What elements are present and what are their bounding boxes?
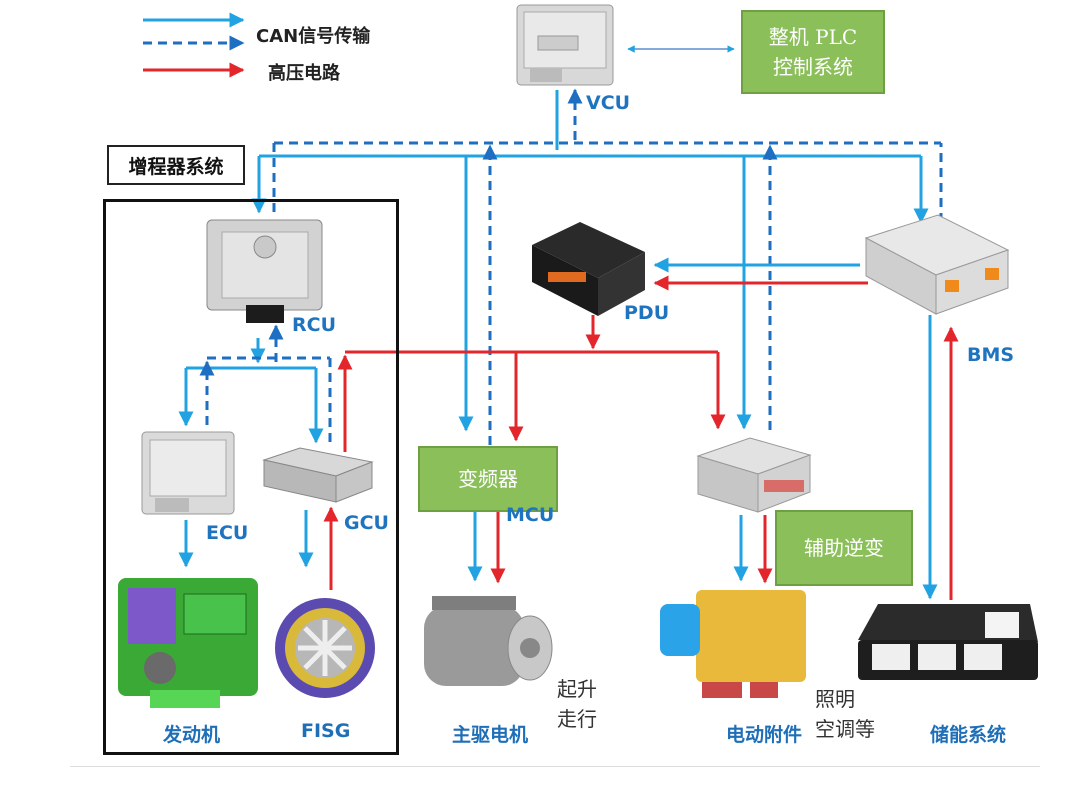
fisg-generator-icon [275, 598, 375, 698]
battery-pack-icon [858, 604, 1038, 680]
travel-note: 走行 [557, 707, 597, 731]
rcu-label: RCU [292, 314, 337, 336]
can-bus-solid [251, 90, 929, 432]
pdu-label: PDU [624, 302, 670, 324]
vcu-label: VCU [586, 92, 631, 114]
controller-to-machine [178, 510, 749, 582]
inverter-label: 变频器 [458, 467, 518, 491]
can-bus-dashed [272, 88, 943, 445]
hv-distribution [323, 315, 959, 600]
storage-caption: 储能系统 [930, 724, 1007, 746]
lift-travel-note: 起升 走行 [557, 674, 597, 734]
fisg-caption: FISG [301, 720, 351, 742]
bms-box-icon [864, 214, 1010, 315]
plc-line-1: 整机 PLC [768, 25, 858, 49]
legend-hv-label: 高压电路 [268, 63, 340, 84]
accessory-pump-icon [660, 590, 806, 698]
main-motor-icon [424, 596, 553, 686]
bms-label: BMS [967, 344, 1015, 366]
plc-line-2: 控制系统 [773, 55, 853, 79]
rcu-can-dashed [199, 324, 332, 442]
vcu-controller-icon [516, 4, 614, 86]
page-divider [70, 766, 1040, 767]
ecu-controller-icon [141, 431, 235, 515]
lift-note: 起升 [557, 677, 597, 701]
aux-inverter-box-icon [696, 437, 812, 513]
engine-icon [118, 578, 258, 708]
ac-line: 空调等 [815, 717, 875, 741]
engine-caption: 发动机 [163, 724, 221, 746]
inverter-box: 变频器 [418, 446, 558, 512]
range-extender-title: 增程器系统 [107, 145, 245, 185]
legend-can-label: CAN信号传输 [256, 26, 371, 47]
lighting-line: 照明 [815, 687, 855, 711]
accessories-caption: 电动附件 [726, 724, 803, 746]
mcu-label: MCU [506, 504, 555, 526]
ecu-label: ECU [206, 522, 249, 544]
lighting-note: 照明 空调等 [815, 684, 875, 744]
range-extender-frame [103, 199, 399, 755]
aux-inverter-box: 辅助逆变 [775, 510, 913, 586]
pdu-box-icon [532, 222, 645, 316]
main-motor-caption: 主驱电机 [452, 724, 529, 746]
plc-box: 整机 PLC 控制系统 [741, 10, 885, 94]
aux-inverter-label: 辅助逆变 [804, 536, 884, 560]
gcu-label: GCU [344, 512, 389, 534]
gcu-box-icon [262, 447, 374, 503]
rcu-controller-icon [206, 219, 323, 323]
